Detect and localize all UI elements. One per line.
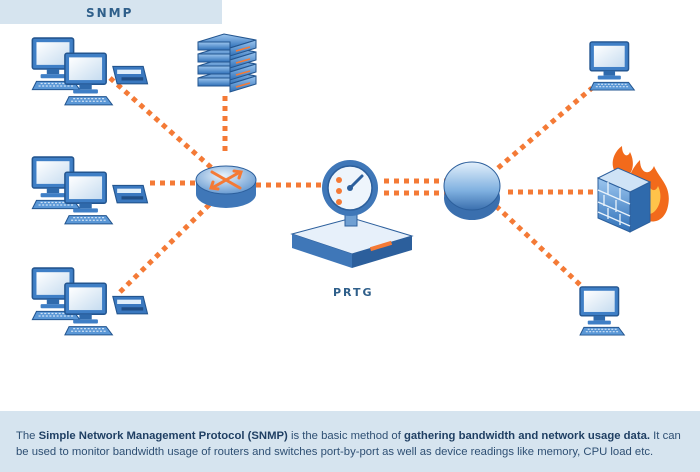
prtg-probe-icon (290, 160, 414, 268)
link-workstation-bottom (118, 198, 216, 294)
link-computer-bottom (494, 204, 594, 298)
firewall-icon (596, 146, 669, 233)
caption-part: It can be used to monitor bandwidth usag… (16, 430, 681, 458)
caption-part: The (16, 430, 39, 442)
caption-bold-bandwidth: gathering bandwidth and network usage da… (403, 430, 651, 442)
computer-icon (589, 41, 636, 91)
link-lines (108, 76, 596, 298)
network-diagram-panel (0, 0, 700, 411)
prtg-label: PRTG (333, 286, 374, 299)
caption-text: The Simple Network Management Protocol (… (16, 428, 686, 460)
link-computer-top (496, 86, 594, 170)
switch-icon (443, 161, 501, 220)
caption-bold-snmp: Simple Network Management Protocol (SNMP… (38, 430, 288, 442)
server-stack-icon (197, 33, 257, 93)
computer-icon (579, 286, 626, 336)
tab-label: SNMP (86, 6, 134, 20)
router-icon (195, 165, 257, 208)
link-workstation-top (108, 76, 216, 172)
caption-part: is the basic method of (287, 430, 404, 442)
